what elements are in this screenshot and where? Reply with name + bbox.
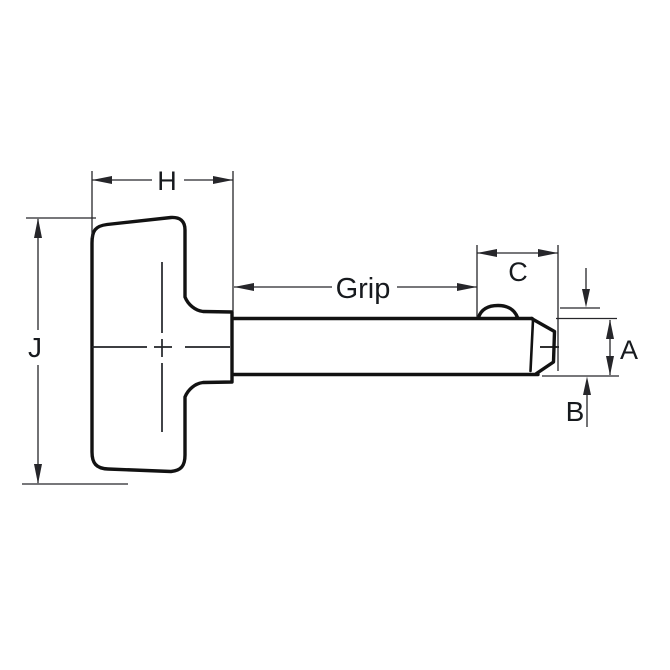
dimension-b: B <box>560 268 600 427</box>
centerlines <box>92 262 230 432</box>
grip-label: Grip <box>336 273 391 305</box>
b-label: B <box>566 396 585 427</box>
dimension-c: C <box>476 245 559 371</box>
a-extension-lines <box>542 317 619 377</box>
j-label: J <box>28 332 42 363</box>
a-label: A <box>620 335 638 365</box>
tip-outline <box>529 316 557 376</box>
grip-arrow-left <box>234 283 254 291</box>
b-arrow-down <box>582 289 590 308</box>
dimension-a: A <box>542 317 638 377</box>
c-arrow-left <box>477 249 497 257</box>
j-arrow-top <box>34 218 42 238</box>
j-extension-lines <box>22 217 128 485</box>
dimension-h: H <box>91 166 234 311</box>
ball <box>476 303 520 320</box>
h-arrow-left <box>92 176 112 184</box>
dimension-grip: Grip <box>234 273 477 305</box>
a-arrow-top <box>606 319 614 339</box>
c-extension-lines <box>476 245 559 371</box>
a-arrow-bottom <box>606 356 614 376</box>
j-arrow-bottom <box>34 464 42 484</box>
c-label: C <box>508 257 528 287</box>
h-arrow-right <box>213 176 233 184</box>
tip-chamfer-line <box>529 318 535 373</box>
grip-arrow-right <box>457 283 477 291</box>
c-arrow-right <box>538 249 558 257</box>
b-arrow-up <box>583 376 591 395</box>
dimension-j: J <box>22 217 128 485</box>
h-extension-lines <box>91 171 234 311</box>
h-label: H <box>157 166 177 196</box>
